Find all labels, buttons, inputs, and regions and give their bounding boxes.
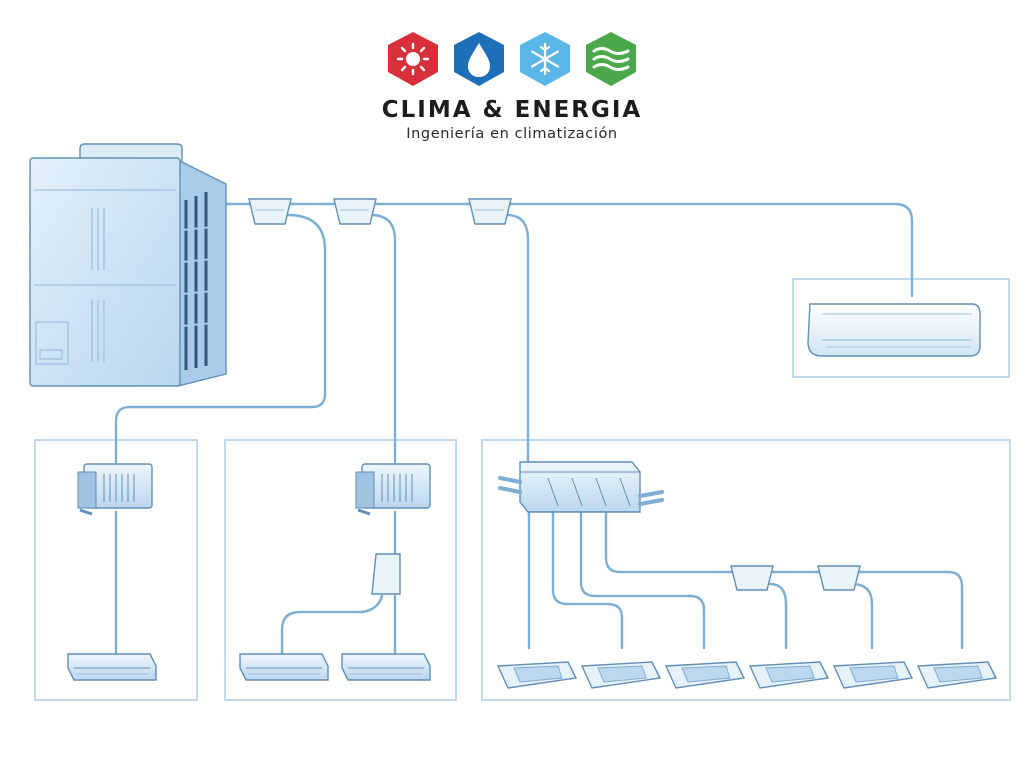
cassette-unit-1 bbox=[496, 661, 578, 689]
sun-icon bbox=[388, 32, 438, 86]
cassette-unit-5 bbox=[832, 661, 914, 689]
water-drop-icon bbox=[454, 32, 504, 86]
pipe-to-zone-2 bbox=[369, 213, 397, 464]
pipe-to-zone-1 bbox=[114, 213, 327, 464]
refrigerant-piping bbox=[114, 202, 964, 660]
pipe-zone-2-left bbox=[280, 594, 384, 660]
vrf-outdoor-unit-icon bbox=[29, 143, 227, 387]
cassette-unit-4 bbox=[748, 661, 830, 689]
duct-unit-zone-2-a bbox=[239, 653, 329, 681]
branch-joint-zone-3-a bbox=[730, 565, 774, 591]
branch-joint-3 bbox=[468, 198, 512, 225]
wind-waves-icon bbox=[586, 32, 636, 86]
cassette-unit-2 bbox=[580, 661, 662, 689]
snowflake-icon bbox=[520, 32, 570, 86]
pipe-cassette-2 bbox=[551, 510, 624, 650]
zone-frame-2 bbox=[224, 439, 457, 701]
main-refrigerant-line bbox=[224, 202, 914, 298]
wall-split-unit bbox=[807, 303, 981, 357]
pipe-cassette-5 bbox=[850, 582, 874, 650]
pipe-cassette-branch bbox=[604, 510, 964, 650]
distribution-box bbox=[498, 461, 664, 513]
brand-tagline: Ingeniería en climatización bbox=[406, 126, 617, 142]
duct-unit-zone-2-b bbox=[341, 653, 431, 681]
zone-frame-3 bbox=[481, 439, 1011, 701]
branch-joint-zone-2 bbox=[371, 553, 401, 595]
pipe-cassette-3 bbox=[579, 510, 706, 650]
pipe-cassette-4 bbox=[768, 582, 788, 650]
ducted-fan-coil-zone-1 bbox=[77, 463, 153, 516]
branch-joint-2 bbox=[333, 198, 377, 225]
brand-name: CLIMA & ENERGIA bbox=[382, 97, 642, 123]
branch-joint-1 bbox=[248, 198, 292, 225]
cassette-unit-3 bbox=[664, 661, 746, 689]
ducted-fan-coil-zone-2 bbox=[355, 463, 431, 516]
cassette-unit-6 bbox=[916, 661, 998, 689]
brand-logo: CLIMA & ENERGIA Ingeniería en climatizac… bbox=[382, 32, 642, 142]
zone-frame-4 bbox=[792, 278, 1010, 378]
pipe-to-zone-3 bbox=[505, 213, 530, 464]
duct-unit-zone-1 bbox=[67, 653, 157, 681]
branch-joint-zone-3-b bbox=[817, 565, 861, 591]
